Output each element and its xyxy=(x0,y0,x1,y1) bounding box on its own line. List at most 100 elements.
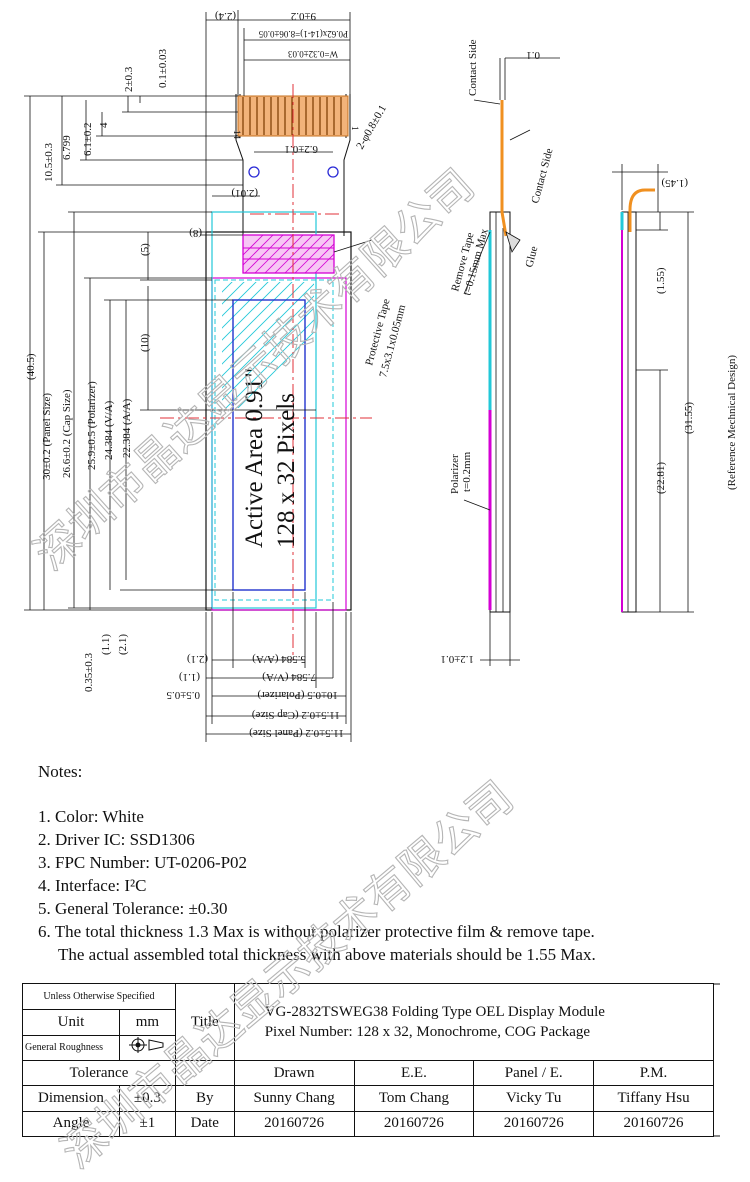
centerlines xyxy=(160,84,372,660)
label-glue: Glue xyxy=(523,245,540,269)
tb-name: Sunny Chang xyxy=(233,1085,355,1112)
note-item: 4. Interface: I²C xyxy=(38,876,147,895)
dim-left-6: 10.5±0.3 xyxy=(43,142,55,182)
remove-tape-leader xyxy=(463,231,491,295)
notes-title: Notes: xyxy=(38,762,83,781)
dim-total-width: (2.4) xyxy=(215,10,236,22)
tb-name: Tiffany Hsu xyxy=(593,1085,714,1112)
glue-marker xyxy=(505,231,521,253)
label-reference-design: (Reference Mechnical Design) xyxy=(726,355,738,490)
note-item: 3. FPC Number: UT-0206-P02 xyxy=(38,853,248,872)
tb-title-line1: VG-2832TSWEG38 Folding Type OEL Display … xyxy=(264,1004,605,1020)
tb-name: Vicky Tu xyxy=(473,1085,595,1112)
mechanical-drawing: 14 1 xyxy=(24,10,738,742)
tb-date-value: 20160726 xyxy=(473,1110,595,1138)
dim-left-8: 30±0.2 (Panel Size) xyxy=(41,393,53,480)
tb-name: Tom Chang xyxy=(353,1085,475,1112)
left-dimension-lines xyxy=(24,95,316,611)
active-area-pixels: 128 x 32 Pixels xyxy=(273,393,300,548)
tb-col-panel: Panel / E. xyxy=(473,1059,595,1087)
tb-title-label: Title xyxy=(174,983,235,1061)
note-item: 2. Driver IC: SSD1306 xyxy=(38,830,195,849)
label-polarizer: Polarizer xyxy=(449,454,461,494)
title-block-edge xyxy=(714,983,720,1137)
dim-left-13: 0.35±0.3 xyxy=(83,652,95,692)
tb-date-value: 20160726 xyxy=(353,1110,475,1138)
driver-ic-region xyxy=(242,234,335,274)
label-thickness: 1.2±0.1 xyxy=(440,653,474,665)
tb-tolerance: Tolerance xyxy=(22,1059,176,1087)
note-item: 6. The total thickness 1.3 Max is withou… xyxy=(38,922,595,941)
dim-pitch: P0.62x(14-1)=8.06±0.05 xyxy=(258,29,348,39)
tb-roughness: General Roughness xyxy=(22,1034,120,1062)
tb-unless: Unless Otherwise Specified xyxy=(22,982,176,1011)
dim-left-10: 25.9±0.5 (Polarizer) xyxy=(86,381,98,470)
dim-fpc-width: 9±0.2 xyxy=(291,10,316,22)
tb-unit-value: mm xyxy=(118,1009,176,1036)
dim-left-9: 26.6±0.2 (Cap Size) xyxy=(61,389,73,478)
dim-bottom-1: (2.1) xyxy=(187,653,208,665)
fpc-hole-left xyxy=(248,166,260,178)
dim-left-1: 2±0.3 xyxy=(123,66,135,92)
dim-left-15: (2.1) xyxy=(117,634,129,655)
dim-5: (5) xyxy=(139,243,151,256)
tb-col-drawn: Drawn xyxy=(233,1059,355,1087)
title-block: Unless Otherwise Specified Title VG-2832… xyxy=(22,982,715,1138)
dim-left-11: 24.384 (V/A) xyxy=(103,400,115,460)
tb-date: Date xyxy=(174,1110,235,1138)
dim-201: (2.01) xyxy=(231,187,258,199)
tb-angle-val: ±1 xyxy=(118,1110,176,1138)
fpc-hole-right xyxy=(327,166,339,178)
note-item: 1. Color: White xyxy=(38,807,144,826)
tb-angle: Angle xyxy=(22,1110,120,1138)
polarizer-leader xyxy=(463,499,491,511)
bottom-dimension-lines xyxy=(205,592,352,742)
dim-left-12: 22.384 (A/A) xyxy=(121,398,133,458)
tb-dimension: Dimension xyxy=(22,1085,120,1112)
top-dimension-lines xyxy=(200,10,351,236)
label-polarizer-t: t=0.2mm xyxy=(461,451,473,492)
dim-bottom-8: 11.5±0.2 (Panel Size) xyxy=(249,727,344,739)
tb-unit-label: Unit xyxy=(22,1009,120,1036)
tb-title-line2: Pixel Number: 128 x 32, Monochrome, COG … xyxy=(264,1024,591,1040)
note-item: 5. General Tolerance: ±0.30 xyxy=(38,899,228,918)
dim-left-5: 6.799 xyxy=(61,135,73,160)
dim-hole-pitch: 6.2±0.1 xyxy=(284,143,318,155)
dim-10: (10) xyxy=(139,333,151,352)
label-side2-155: (1.55) xyxy=(655,267,667,294)
dim-left-14: (1.1) xyxy=(100,634,112,655)
dim-bottom-7: 11.5±0.2 (Cap Size) xyxy=(252,709,340,721)
side-view-1 xyxy=(480,58,520,666)
tb-blank xyxy=(174,1059,235,1087)
notes-section: Notes: 1. Color: White 2. Driver IC: SSD… xyxy=(38,760,738,966)
dim-left-4: 6.1±0.2 xyxy=(82,122,94,156)
tb-title-cell: VG-2832TSWEG38 Folding Type OEL Display … xyxy=(233,983,715,1061)
tb-by: By xyxy=(174,1085,235,1112)
note-item-continuation: The actual assembled total thickness wit… xyxy=(58,945,596,964)
tb-date-value: 20160726 xyxy=(233,1110,355,1138)
contact-side-2-leader xyxy=(509,129,531,141)
protective-tape-leader xyxy=(333,239,373,253)
dim-left-7: (40.5) xyxy=(25,353,37,380)
active-area-title: Active Area 0.91" xyxy=(241,368,268,548)
label-side2-145: (1.45) xyxy=(661,177,688,189)
dim-bottom-5: 0.5±0.5 xyxy=(166,689,200,701)
tb-date-value: 20160726 xyxy=(593,1110,714,1138)
dim-8: (8) xyxy=(189,227,202,239)
tb-col-pm: P.M. xyxy=(593,1059,714,1087)
dim-bottom-3: (1.1) xyxy=(179,671,200,683)
label-contact-side-1: Contact Side xyxy=(467,39,479,96)
dim-left-3: 4 xyxy=(98,122,110,128)
contact-side-1-leader xyxy=(473,99,501,105)
roughness-symbol-icon xyxy=(118,1034,176,1062)
pin-label-left: 14 xyxy=(232,130,242,140)
label-contact-side-2: Contact Side xyxy=(529,147,555,205)
dim-left-2: 0.1±0.03 xyxy=(157,48,169,88)
active-area-outline xyxy=(232,299,306,591)
dim-bottom-6: 10±0.5 (Polarizer) xyxy=(257,689,338,701)
label-zero-one: 0.1 xyxy=(526,49,540,61)
dim-bottom-4: 7.584 (V/A) xyxy=(262,671,316,683)
tb-col-ee: E.E. xyxy=(353,1059,475,1087)
dim-w: W=0.32±0.03 xyxy=(287,49,338,59)
side-view-2 xyxy=(612,164,694,613)
